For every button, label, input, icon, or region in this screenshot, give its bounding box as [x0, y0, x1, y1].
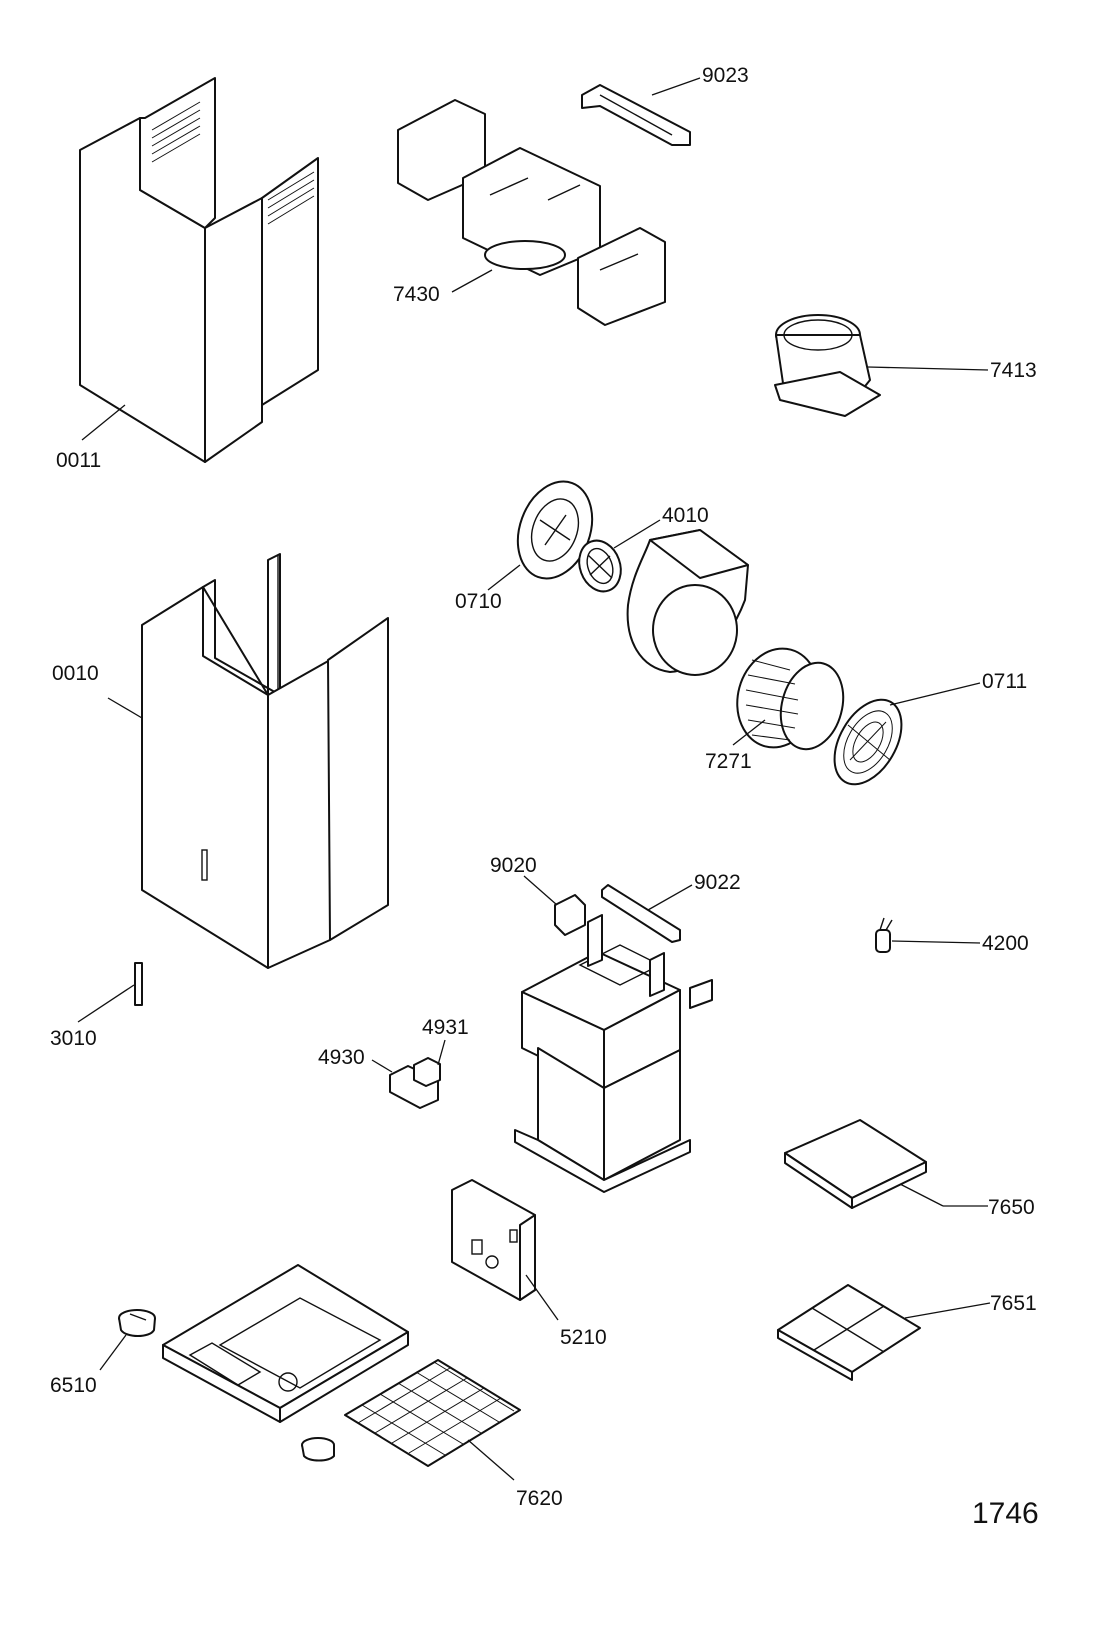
label-7650: 7650 [988, 1196, 1035, 1219]
label-4010: 4010 [662, 504, 709, 527]
label-4931: 4931 [422, 1016, 469, 1039]
part-9022-rail [601, 884, 681, 943]
part-3010-switch [134, 962, 143, 1006]
part-4010-motor [578, 539, 622, 593]
part-5210-control-box [451, 1179, 536, 1301]
part-7651-filter-frame [777, 1284, 921, 1381]
label-0711: 0711 [982, 670, 1027, 693]
label-0011: 0011 [56, 449, 101, 472]
page-code: 1746 [972, 1497, 1039, 1530]
part-6510-knob [118, 1309, 335, 1462]
part-control-tray [162, 1264, 409, 1423]
part-9023-bracket [581, 84, 691, 146]
label-7430: 7430 [393, 283, 440, 306]
label-7413: 7413 [990, 359, 1037, 382]
label-3010: 3010 [50, 1027, 97, 1050]
label-7651: 7651 [990, 1292, 1037, 1315]
part-4200-capacitor [875, 917, 893, 953]
part-4930-lamp-holder [389, 1057, 441, 1109]
label-4930: 4930 [318, 1046, 365, 1069]
part-0011-upper-chimney [79, 77, 319, 463]
part-7413-outlet-collar [774, 314, 881, 417]
part-7271-impeller [736, 647, 845, 751]
label-6510: 6510 [50, 1374, 97, 1397]
label-7620: 7620 [516, 1487, 563, 1510]
label-5210: 5210 [560, 1326, 607, 1349]
part-motor-housing-box [514, 914, 713, 1193]
part-0010-lower-chimney [141, 553, 389, 969]
label-9022: 9022 [694, 871, 741, 894]
part-9020-clip [554, 894, 586, 936]
part-blower-housing [626, 529, 749, 676]
part-7620-grease-filter [344, 1359, 521, 1467]
label-0010: 0010 [52, 662, 99, 685]
label-9023: 9023 [702, 64, 749, 87]
label-4200: 4200 [982, 932, 1029, 955]
part-7430-duct-kit [397, 99, 666, 326]
label-0710: 0710 [455, 590, 502, 613]
part-0711-fan-guard [833, 698, 903, 786]
part-7650-carbon-filter [784, 1119, 927, 1209]
label-9020: 9020 [490, 854, 537, 877]
label-7271: 7271 [705, 750, 752, 773]
